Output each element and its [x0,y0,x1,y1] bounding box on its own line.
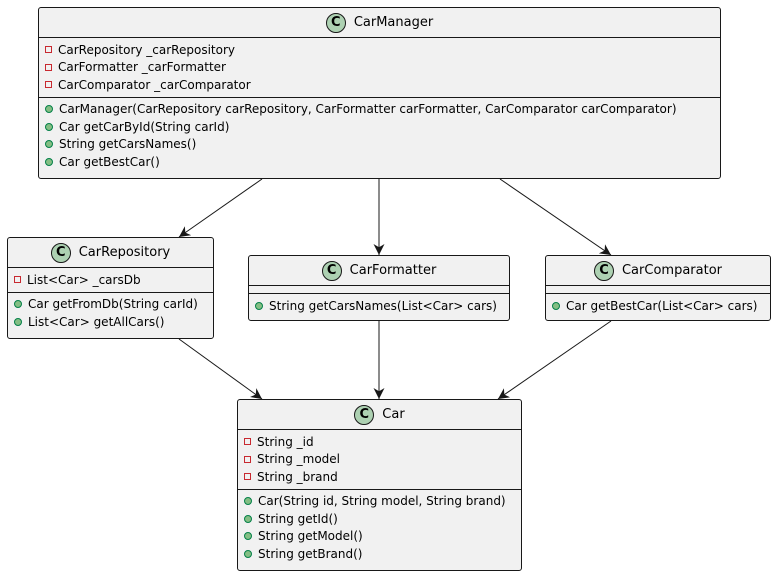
class-icon: C [321,260,342,281]
public-visibility-icon [244,549,252,558]
class-carrepository[interactable]: C CarRepository List<Car> _carsDb Car ge… [7,237,214,339]
method-row: Car getCarById(String carId) [39,118,720,136]
public-visibility-icon [244,497,252,506]
class-carcomparator[interactable]: C CarComparator Car getBestCar(List<Car>… [545,255,771,321]
fields-compartment: List<Car> _carsDb [8,268,213,293]
class-header: C CarRepository [8,238,213,268]
public-visibility-icon [255,301,263,310]
field-text: String _model [257,452,340,467]
field-row: String _id [238,433,521,451]
public-visibility-icon [45,105,53,114]
method-text: String getCarsNames() [59,137,197,152]
fields-compartment [249,286,509,294]
field-text: String _brand [257,469,338,484]
method-text: Car(String id, String model, String bran… [258,494,506,509]
field-text: CarRepository _carRepository [58,42,235,57]
class-icon: C [593,260,614,281]
private-visibility-icon [45,46,52,54]
method-row: String getBrand() [238,545,521,563]
arrow-carcomparator-to-car [497,320,612,400]
class-name: CarComparator [621,263,722,278]
method-text: Car getBestCar(List<Car> cars) [566,298,758,313]
class-icon: C [354,404,375,425]
class-header: C CarFormatter [249,256,509,286]
method-row: Car getFromDb(String carId) [8,296,213,314]
public-visibility-icon [14,317,22,326]
arrow-carmanager-to-carcomparator [499,178,612,256]
private-visibility-icon [244,438,251,446]
method-row: Car getBestCar() [39,153,720,171]
method-text: CarManager(CarRepository carRepository, … [59,102,677,117]
fields-compartment: String _id String _model String _brand [238,430,521,490]
private-visibility-icon [244,473,251,481]
field-text: CarComparator _carComparator [58,77,251,92]
private-visibility-icon [45,81,52,89]
method-row: String getCarsNames() [39,136,720,154]
method-row: Car getBestCar(List<Car> cars) [546,297,770,315]
field-row: List<Car> _carsDb [8,271,213,289]
methods-compartment: Car getFromDb(String carId) List<Car> ge… [8,293,213,334]
fields-compartment [546,286,770,294]
method-row: CarManager(CarRepository carRepository, … [39,101,720,119]
private-visibility-icon [14,276,21,284]
method-row: Car(String id, String model, String bran… [238,493,521,511]
method-text: List<Car> getAllCars() [28,314,165,329]
public-visibility-icon [14,300,22,309]
class-carformatter[interactable]: C CarFormatter String getCarsNames(List<… [248,255,510,321]
class-car[interactable]: C Car String _id String _model String _b… [237,399,522,571]
public-visibility-icon [45,140,53,149]
public-visibility-icon [45,122,53,131]
method-text: Car getFromDb(String carId) [28,297,198,312]
method-text: Car getCarById(String carId) [59,119,230,134]
methods-compartment: String getCarsNames(List<Car> cars) [249,294,509,318]
class-name: CarManager [353,15,434,30]
methods-compartment: CarManager(CarRepository carRepository, … [39,98,720,174]
class-icon: C [50,242,71,263]
class-name: CarRepository [78,245,171,260]
methods-compartment: Car(String id, String model, String bran… [238,490,521,566]
method-row: String getModel() [238,528,521,546]
method-text: String getCarsNames(List<Car> cars) [269,298,497,313]
class-carmanager[interactable]: C CarManager CarRepository _carRepositor… [38,7,721,179]
arrow-carrepository-to-car [178,338,263,400]
method-row: String getId() [238,510,521,528]
public-visibility-icon [552,301,560,310]
method-row: List<Car> getAllCars() [8,313,213,331]
method-row: String getCarsNames(List<Car> cars) [249,297,509,315]
public-visibility-icon [45,157,53,166]
methods-compartment: Car getBestCar(List<Car> cars) [546,294,770,318]
class-name: Car [382,407,405,422]
method-text: String getModel() [258,529,363,544]
class-header: C CarComparator [546,256,770,286]
field-row: CarRepository _carRepository [39,41,720,59]
class-icon: C [325,12,346,33]
field-row: CarComparator _carComparator [39,76,720,94]
method-text: String getBrand() [258,546,363,561]
private-visibility-icon [244,455,251,463]
private-visibility-icon [45,63,52,71]
field-text: String _id [257,434,314,449]
field-row: CarFormatter _carFormatter [39,59,720,77]
field-row: String _model [238,451,521,469]
field-text: List<Car> _carsDb [27,272,141,287]
class-header: C Car [238,400,521,430]
field-row: String _brand [238,468,521,486]
class-name: CarFormatter [349,263,437,278]
field-text: CarFormatter _carFormatter [58,60,226,75]
public-visibility-icon [244,532,252,541]
arrow-carmanager-to-carrepository [178,178,263,238]
fields-compartment: CarRepository _carRepository CarFormatte… [39,38,720,98]
method-text: Car getBestCar() [59,154,160,169]
class-header: C CarManager [39,8,720,38]
public-visibility-icon [244,514,252,523]
method-text: String getId() [258,511,338,526]
